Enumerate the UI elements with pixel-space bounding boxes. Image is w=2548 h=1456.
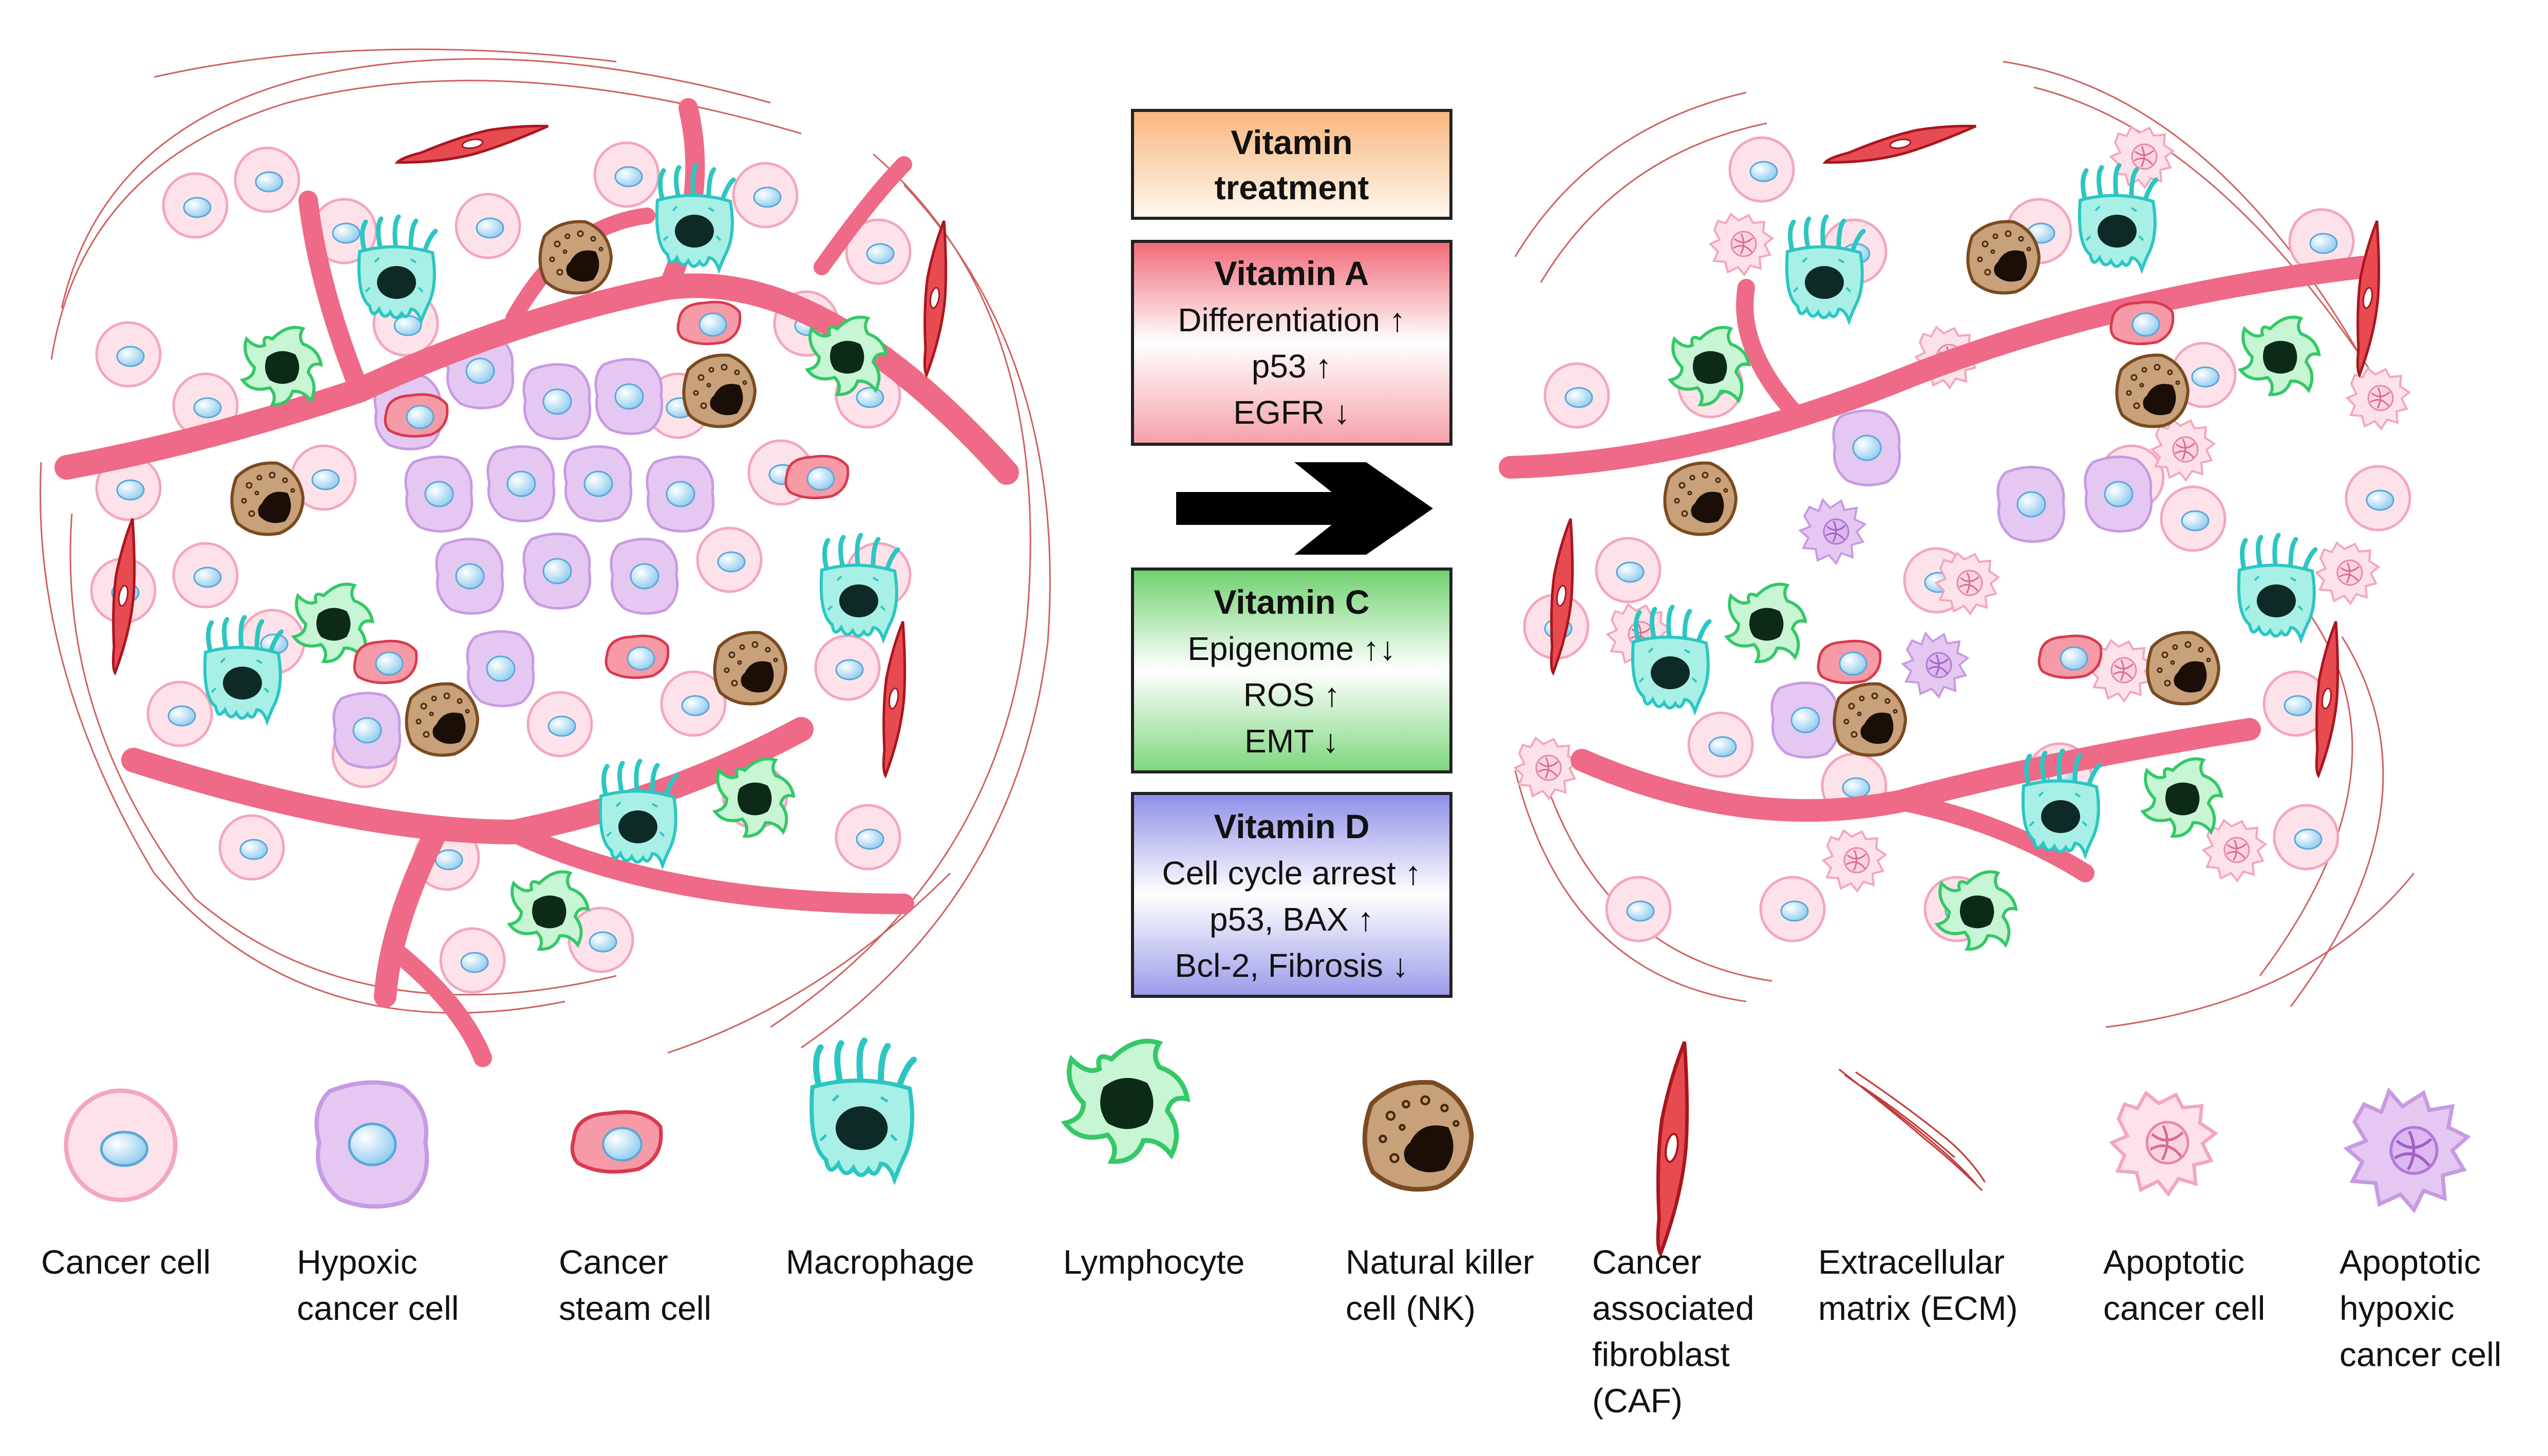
vitamin-a-effect-2: p53 ↑ [1252, 348, 1332, 385]
legend-label-caf: Cancer associated fibroblast (CAF) [1592, 1243, 1764, 1420]
vitamin-a-effect-3: EGFR ↓ [1233, 394, 1350, 431]
legend-label-cancer-cell: Cancer cell [41, 1243, 211, 1281]
vitamin-a-box [1131, 240, 1452, 446]
legend-cancer-cell-icon [66, 1091, 176, 1200]
vitamin-d-effect-3: Bcl-2, Fibrosis ↓ [1175, 947, 1408, 984]
legend: Cancer cell Hypoxic cancer cell Cancer s… [41, 1041, 2501, 1420]
legend-cancer-stem-cell-icon [572, 1112, 661, 1171]
vitamin-d-effect-1: Cell cycle arrest ↑ [1162, 855, 1422, 892]
legend-ecm-icon [1838, 1068, 1986, 1192]
legend-label-hypoxic-cancer-cell: Hypoxic cancer cell [297, 1243, 459, 1327]
legend-hypoxic-cancer-cell-icon [316, 1083, 427, 1207]
blood-vessels [1499, 256, 2374, 882]
legend-label-apoptotic-hypoxic-cancer-cell: Apoptotic hypoxic cancer cell [2339, 1243, 2501, 1373]
tumor-before-treatment [39, 48, 1051, 1067]
legend-lymphocyte-icon [1065, 1041, 1187, 1161]
vitamin-treatment-title-line1: Vitamin [1231, 123, 1352, 161]
legend-apoptotic-hypoxic-cancer-cell-icon [2347, 1091, 2467, 1209]
vitamin-c-effect-2: ROS ↑ [1243, 676, 1340, 713]
vitamin-d-title: Vitamin D [1214, 807, 1369, 845]
legend-macrophage-icon [811, 1041, 914, 1180]
legend-label-cancer-stem-cell: Cancer steam cell [559, 1243, 711, 1327]
legend-label-nk-cell: Natural killer cell (NK) [1346, 1243, 1543, 1327]
vitamin-d-effect-2: p53, BAX ↑ [1210, 901, 1374, 938]
vitamin-a-effect-1: Differentiation ↑ [1178, 301, 1406, 338]
hypoxic-cancer-cells [334, 334, 713, 768]
legend-label-lymphocyte: Lymphocyte [1063, 1243, 1244, 1281]
vitamin-c-title: Vitamin C [1214, 583, 1369, 621]
legend-label-ecm: Extracellular matrix (ECM) [1818, 1243, 2018, 1327]
legend-label-apoptotic-cancer-cell: Apoptotic cancer cell [2103, 1243, 2265, 1327]
ecm-fibers [39, 48, 1051, 1054]
tumor-after-treatment [1499, 61, 2415, 1028]
vitamin-treatment-title-line2: treatment [1215, 168, 1369, 206]
legend-caf-icon [1658, 1042, 1687, 1254]
treatment-panel: Vitamin treatment Vitamin A Differentiat… [1131, 109, 1452, 998]
vitamin-c-box [1131, 568, 1452, 773]
vitamin-c-effect-1: Epigenome ↑↓ [1187, 630, 1396, 667]
legend-apoptotic-cancer-cell-icon [2112, 1093, 2216, 1194]
vitamin-a-title: Vitamin A [1215, 254, 1369, 292]
vitamin-c-effect-3: EMT ↓ [1244, 723, 1339, 760]
legend-nk-cell-icon [1365, 1082, 1471, 1189]
treatment-arrow-shaft [1176, 492, 1371, 525]
vitamin-d-box [1131, 792, 1452, 998]
legend-label-macrophage: Macrophage [786, 1243, 974, 1281]
vitamin-treatment-box [1131, 109, 1452, 220]
